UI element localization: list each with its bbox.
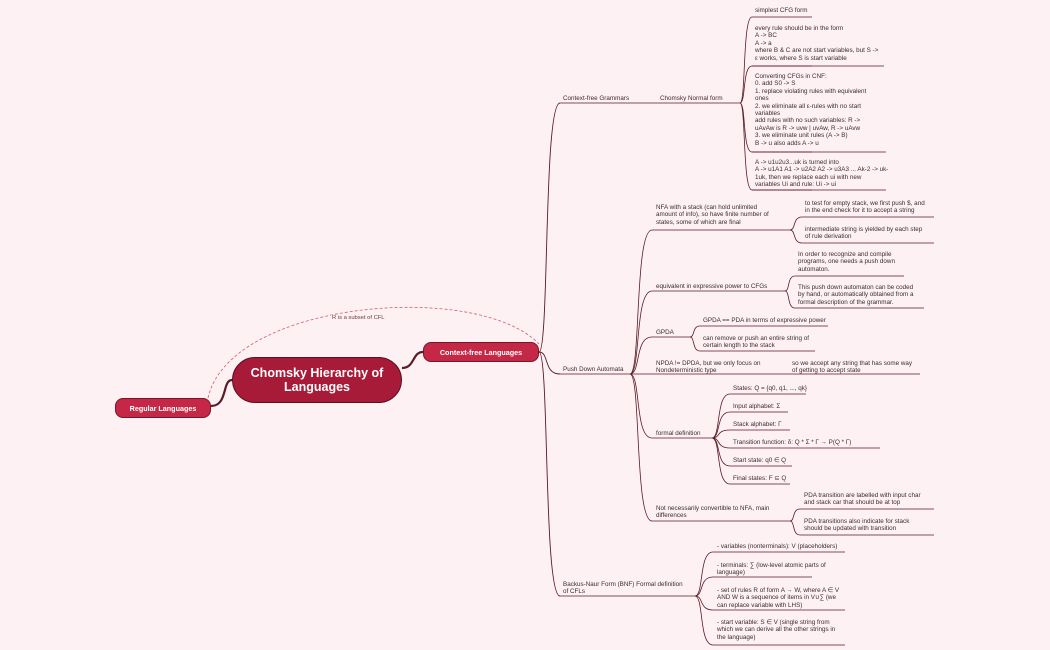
connector-line	[538, 351, 561, 597]
connector-line	[739, 16, 753, 104]
connector-line	[538, 102, 561, 353]
relationship-label[interactable]: R is a subset of CFL	[331, 315, 386, 321]
connector-line	[739, 65, 753, 104]
connector-line	[538, 351, 561, 375]
equiv-item[interactable]: This push down automaton can be coded by…	[798, 284, 914, 306]
cnf-item[interactable]: every rule should be in the form A -> BC…	[755, 25, 879, 62]
pda-nfa-with-stack[interactable]: NFA with a stack (can hold unlimited amo…	[656, 204, 769, 226]
connector-line	[629, 373, 653, 439]
bnf-item[interactable]: - terminals: ∑ (low-level atomic parts o…	[717, 562, 826, 577]
connector-line	[629, 336, 653, 375]
nfa-stack-item[interactable]: to test for empty stack, we first push $…	[805, 200, 925, 215]
bnf-item[interactable]: - start variable: S ∈ V (single string f…	[717, 619, 836, 641]
connector-line	[694, 595, 714, 646]
cnf-item[interactable]: simplest CFG form	[755, 7, 808, 14]
connector-line	[739, 102, 753, 191]
connector-line	[711, 411, 731, 439]
bnf-item[interactable]: - set of rules R of form A → W, where A …	[717, 587, 840, 609]
notconv-item[interactable]: PDA transitions also indicate for stack …	[804, 518, 910, 533]
connector-line	[629, 229, 653, 375]
formal-item[interactable]: Input alphabet: Σ	[733, 403, 781, 410]
notconv-item[interactable]: PDA transition are labelled with input c…	[804, 492, 921, 507]
connector-line	[689, 325, 701, 338]
connector-line	[711, 437, 731, 485]
connector-line	[711, 429, 731, 439]
formal-item[interactable]: Start state: q0 ∈ Q	[733, 457, 787, 464]
connector-line	[210, 378, 233, 408]
connector-line	[711, 437, 731, 467]
connector-line	[789, 216, 803, 231]
formal-item[interactable]: Stack alphabet: Γ	[733, 421, 782, 428]
equiv-item[interactable]: In order to recognize and compile progra…	[798, 251, 895, 273]
connector-line	[711, 393, 731, 439]
gpda-item[interactable]: GPDA == PDA in terms of expressive power	[703, 317, 826, 324]
connector-line	[784, 275, 796, 292]
pda-not-convertible[interactable]: Not necessarily convertible to NFA, main…	[656, 505, 770, 520]
formal-item[interactable]: Final states: F ⊆ Q	[733, 475, 787, 482]
branch-context-free-grammars[interactable]: Context-free Grammars	[563, 95, 630, 102]
connector-line	[694, 551, 714, 597]
branch-push-down-automata[interactable]: Push Down Automata	[563, 366, 624, 373]
gpda-item[interactable]: can remove or push an entire string of c…	[703, 335, 810, 350]
npda-item[interactable]: so we accept any string that has some wa…	[792, 360, 913, 375]
connector-line	[401, 350, 424, 370]
topic-regular-languages[interactable]: Regular Languages	[115, 398, 211, 418]
connector-line	[629, 373, 653, 522]
connector-line	[789, 229, 803, 244]
connector-line	[207, 306, 541, 399]
connector-line	[739, 102, 753, 153]
cnf-item[interactable]: A -> u1u2u3...uk is turned into A -> u1A…	[755, 159, 889, 189]
central-topic[interactable]: Chomsky Hierarchy of Languages	[232, 357, 402, 403]
connector-line	[784, 290, 796, 309]
bnf-item[interactable]: - variables (nonterminals): V (placehold…	[717, 543, 838, 550]
formal-item[interactable]: States: Q = {q0, q1, ..., qk}	[733, 385, 808, 392]
branch-chomsky-normal-form[interactable]: Chomsky Normal form	[660, 95, 723, 102]
connector-line	[689, 336, 701, 352]
formal-item[interactable]: Transition function: δ: Q * Σ * Γ → P(Q …	[733, 439, 852, 446]
connector-line	[789, 508, 801, 522]
branch-bnf-definition[interactable]: Backus-Naur Form (BNF) Formal definition…	[563, 581, 683, 596]
cnf-item[interactable]: Converting CFGs in CNF: 0. add S0 -> S 1…	[755, 73, 867, 147]
pda-formal-definition[interactable]: formal definition	[656, 430, 701, 437]
connector-line	[789, 520, 801, 536]
connector-line	[629, 290, 653, 375]
pda-gpda[interactable]: GPDA	[656, 329, 674, 336]
pda-equivalent-power[interactable]: equivalent in expressive power to CFGs	[656, 283, 768, 290]
pda-npda[interactable]: NPDA != DPDA, but we only focus on Nonde…	[656, 360, 761, 375]
topic-context-free-languages[interactable]: Context-free Languages	[423, 342, 539, 362]
nfa-stack-item[interactable]: intermediate string is yielded by each s…	[805, 226, 923, 241]
connector-line	[694, 576, 714, 597]
